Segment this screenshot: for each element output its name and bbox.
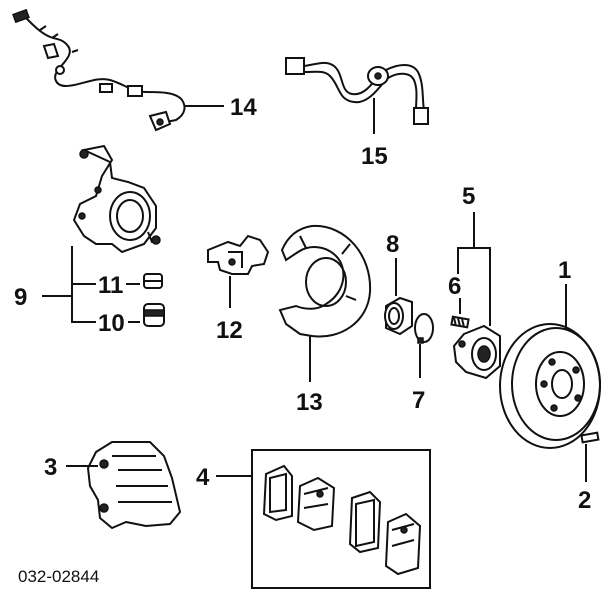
callout-9: 9 bbox=[14, 284, 27, 311]
callout-6: 6 bbox=[448, 273, 461, 300]
callout-13: 13 bbox=[296, 389, 323, 416]
callout-5: 5 bbox=[462, 183, 475, 210]
diagram-code: 032-02844 bbox=[18, 567, 99, 586]
callout-11: 11 bbox=[98, 272, 123, 299]
callout-4: 4 bbox=[196, 464, 210, 491]
brake-caliper-icon bbox=[86, 441, 182, 530]
callout-7: 7 bbox=[412, 387, 425, 414]
brake-disc-icon bbox=[499, 323, 601, 449]
steering-knuckle-icon bbox=[72, 144, 161, 254]
splash-guard-icon bbox=[278, 224, 372, 338]
brake-hose-icon bbox=[285, 57, 429, 125]
disc-screw-icon bbox=[580, 431, 600, 444]
abs-sensor-icon bbox=[12, 8, 186, 132]
callout-8: 8 bbox=[386, 231, 399, 258]
callout-10: 10 bbox=[98, 310, 125, 337]
snap-ring-icon bbox=[414, 313, 434, 344]
wheel-bearing-icon bbox=[384, 296, 413, 336]
callout-1: 1 bbox=[558, 257, 571, 284]
leader-5 bbox=[457, 212, 491, 326]
callout-12: 12 bbox=[216, 317, 243, 344]
hub-assembly-icon bbox=[452, 324, 501, 380]
callout-2: 2 bbox=[578, 487, 591, 514]
callout-14: 14 bbox=[230, 94, 257, 121]
ball-joint-boot-icon bbox=[143, 303, 165, 327]
callout-15: 15 bbox=[361, 143, 388, 170]
clip-icon bbox=[143, 273, 163, 289]
hub-bolt-icon bbox=[450, 315, 470, 329]
leader-9 bbox=[42, 246, 96, 323]
bracket-icon bbox=[207, 234, 270, 275]
brake-pad-set-icon bbox=[251, 449, 431, 589]
callout-3: 3 bbox=[44, 454, 57, 481]
